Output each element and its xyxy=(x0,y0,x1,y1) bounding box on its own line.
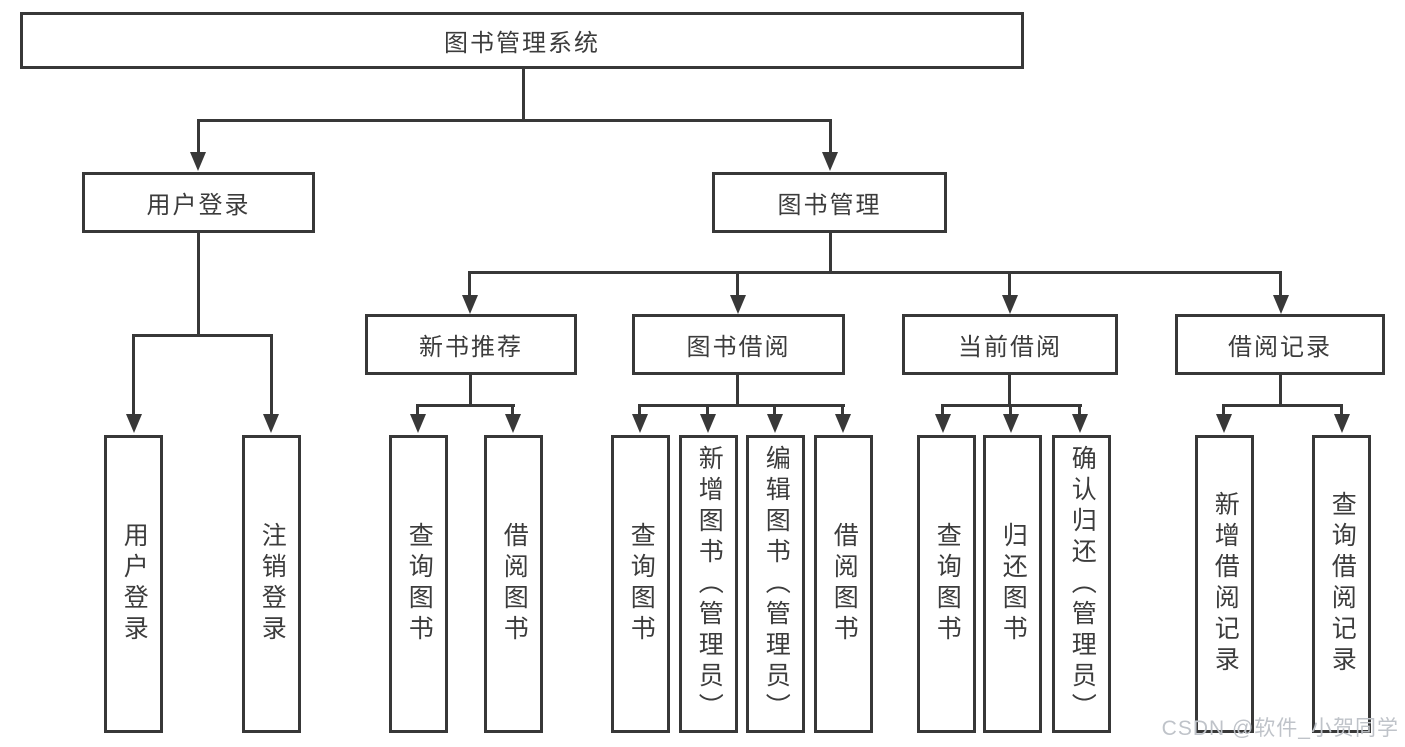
connector-line xyxy=(1222,404,1225,416)
connector-line xyxy=(1009,404,1012,416)
connector-line xyxy=(1008,271,1011,297)
arrow-down-icon xyxy=(126,414,142,433)
node-book-borrow: 图书借阅 xyxy=(632,314,845,375)
arrow-down-icon xyxy=(1273,295,1289,314)
connector-line xyxy=(736,375,739,406)
connector-line xyxy=(1078,404,1081,416)
connector-line xyxy=(468,271,1282,274)
leaf-return-books: 归还图书 xyxy=(983,435,1042,733)
leaf-add-books-admin: 新增图书（管理员） xyxy=(679,435,738,733)
arrow-down-icon xyxy=(767,414,783,433)
leaf-query-borrow-record-label: 查询借阅记录 xyxy=(1328,491,1357,677)
leaf-query-books-3-label: 查询图书 xyxy=(933,522,962,646)
arrow-down-icon xyxy=(190,152,206,171)
connector-line xyxy=(829,119,832,155)
node-book-borrow-label: 图书借阅 xyxy=(686,334,791,361)
connector-line xyxy=(1008,375,1011,406)
arrow-down-icon xyxy=(700,414,716,433)
connector-line xyxy=(706,404,709,416)
connector-line xyxy=(522,69,525,121)
connector-line xyxy=(132,334,135,416)
leaf-add-borrow-record-label: 新增借阅记录 xyxy=(1211,491,1240,677)
node-root: 图书管理系统 xyxy=(20,12,1024,69)
node-new-book-recommend-label: 新书推荐 xyxy=(419,334,523,361)
leaf-borrow-books-1: 借阅图书 xyxy=(484,435,543,733)
connector-line xyxy=(132,334,273,337)
connector-line xyxy=(511,404,514,416)
leaf-query-books-2-label: 查询图书 xyxy=(627,522,656,646)
leaf-query-books-1: 查询图书 xyxy=(389,435,448,733)
leaf-logout: 注销登录 xyxy=(242,435,301,733)
arrow-down-icon xyxy=(1003,414,1019,433)
leaf-borrow-books-2: 借阅图书 xyxy=(814,435,873,733)
arrow-down-icon xyxy=(935,414,951,433)
connector-line xyxy=(638,404,845,407)
node-user-login-label: 用户登录 xyxy=(146,192,251,219)
connector-line xyxy=(941,404,944,416)
node-user-login: 用户登录 xyxy=(82,172,315,233)
leaf-add-borrow-record: 新增借阅记录 xyxy=(1195,435,1254,733)
leaf-borrow-books-1-label: 借阅图书 xyxy=(500,522,529,646)
leaf-query-books-3: 查询图书 xyxy=(917,435,976,733)
connector-line xyxy=(197,119,200,155)
arrow-down-icon xyxy=(1334,414,1350,433)
arrow-down-icon xyxy=(462,295,478,314)
connector-line xyxy=(1222,404,1343,407)
arrow-down-icon xyxy=(632,414,648,433)
leaf-edit-books-admin-label: 编辑图书（管理员） xyxy=(762,444,791,724)
connector-line xyxy=(736,271,739,297)
arrow-down-icon xyxy=(822,152,838,171)
leaf-borrow-books-2-label: 借阅图书 xyxy=(830,522,859,646)
arrow-down-icon xyxy=(835,414,851,433)
arrow-down-icon xyxy=(730,295,746,314)
node-root-label: 图书管理系统 xyxy=(444,30,600,57)
leaf-add-books-admin-label: 新增图书（管理员） xyxy=(695,444,724,724)
leaf-edit-books-admin: 编辑图书（管理员） xyxy=(746,435,805,733)
connector-line xyxy=(197,232,200,336)
leaf-query-books-2: 查询图书 xyxy=(611,435,670,733)
arrow-down-icon xyxy=(505,414,521,433)
leaf-confirm-return-admin: 确认归还（管理员） xyxy=(1052,435,1111,733)
node-book-management: 图书管理 xyxy=(712,172,947,233)
connector-line xyxy=(1279,375,1282,406)
connector-line xyxy=(469,375,472,406)
connector-line xyxy=(773,404,776,416)
connector-line xyxy=(638,404,641,416)
connector-line xyxy=(416,404,515,407)
connector-line xyxy=(829,232,832,273)
arrow-down-icon xyxy=(410,414,426,433)
leaf-return-books-label: 归还图书 xyxy=(999,522,1028,646)
connector-line xyxy=(1279,271,1282,297)
node-new-book-recommend: 新书推荐 xyxy=(365,314,577,375)
connector-line xyxy=(468,271,471,297)
leaf-user-login-label: 用户登录 xyxy=(120,522,149,646)
connector-line xyxy=(270,334,273,416)
node-borrow-records-label: 借阅记录 xyxy=(1228,334,1332,361)
connector-line xyxy=(197,119,832,122)
node-current-borrow-label: 当前借阅 xyxy=(958,334,1062,361)
arrow-down-icon xyxy=(1216,414,1232,433)
connector-line xyxy=(416,404,419,416)
connector-line xyxy=(841,404,844,416)
csdn-watermark: CSDN @软件_小贺同学 xyxy=(1161,717,1399,740)
leaf-query-borrow-record: 查询借阅记录 xyxy=(1312,435,1371,733)
leaf-confirm-return-admin-label: 确认归还（管理员） xyxy=(1068,444,1097,724)
leaf-user-login: 用户登录 xyxy=(104,435,163,733)
node-borrow-records: 借阅记录 xyxy=(1175,314,1385,375)
arrow-down-icon xyxy=(1072,414,1088,433)
connector-line xyxy=(1340,404,1343,416)
leaf-query-books-1-label: 查询图书 xyxy=(405,522,434,646)
arrow-down-icon xyxy=(1002,295,1018,314)
leaf-logout-label: 注销登录 xyxy=(258,522,287,646)
node-current-borrow: 当前借阅 xyxy=(902,314,1118,375)
arrow-down-icon xyxy=(263,414,279,433)
node-book-management-label: 图书管理 xyxy=(777,192,882,219)
